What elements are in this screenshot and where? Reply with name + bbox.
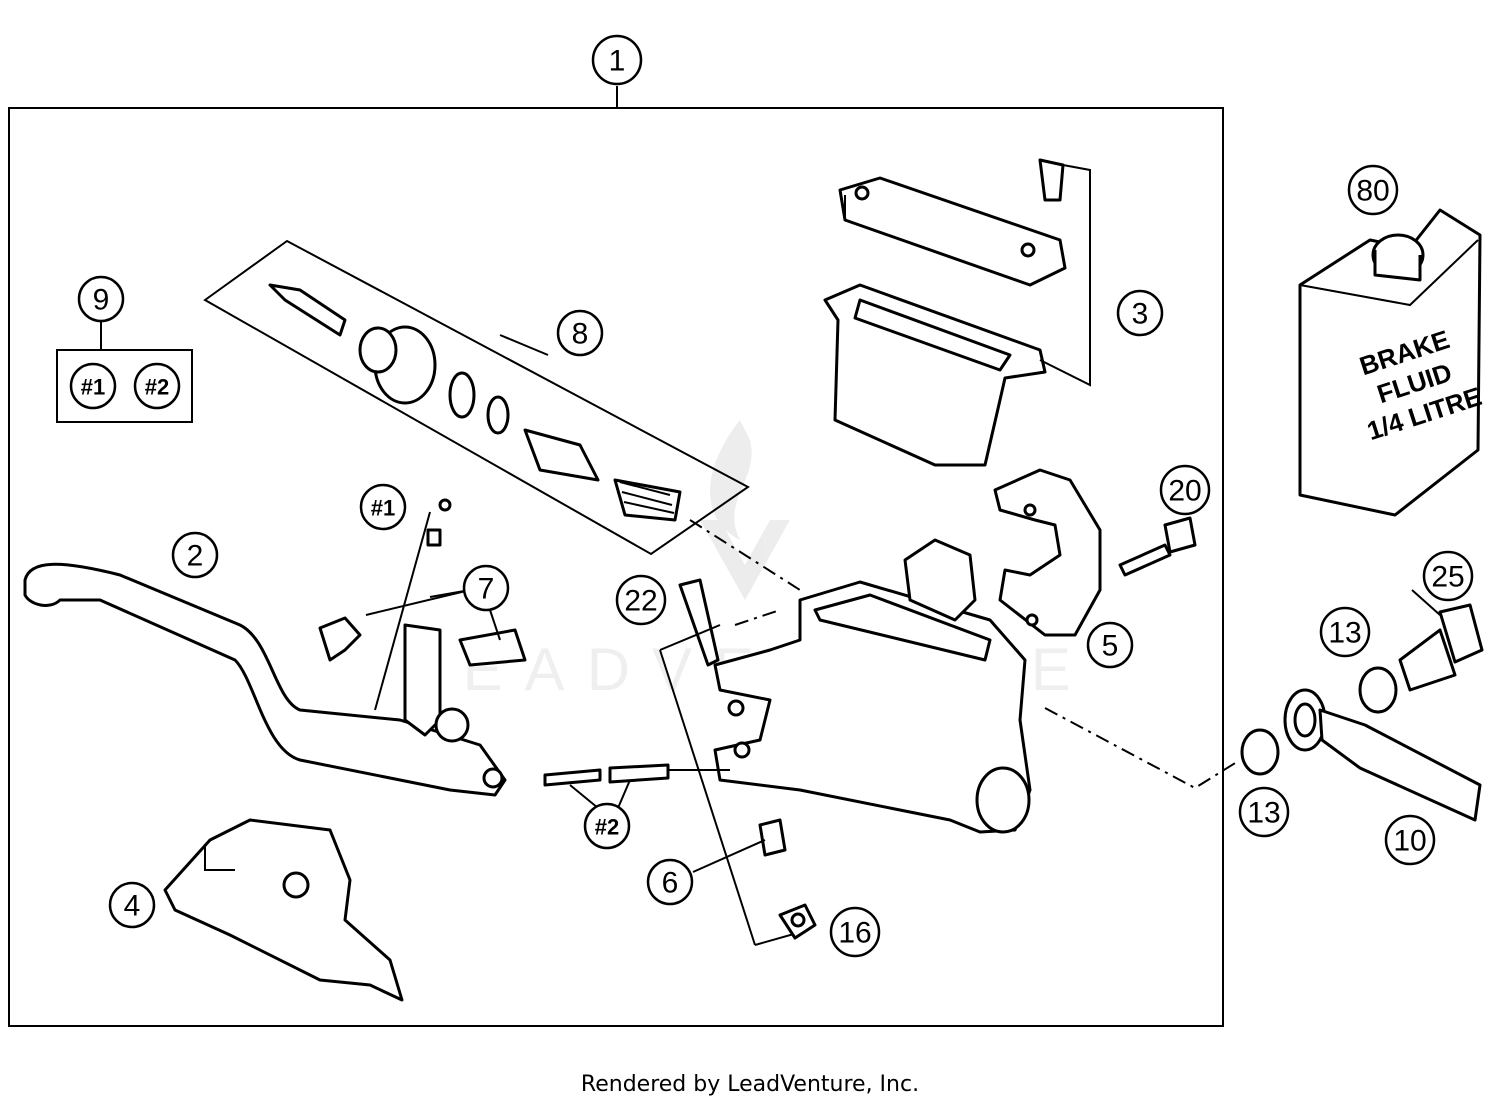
kit-callout-1-part-label: #1 [371,496,395,521]
callout-4: 4 [108,881,156,929]
lever-adjuster [318,498,527,711]
callout-13-upper: 13 [1319,606,1371,658]
callout-16: 16 [829,906,881,958]
kit-callout-2-box: #2 [133,362,181,410]
callout-4-label: 4 [124,890,141,923]
callout-20-label: 20 [1168,475,1201,508]
leader-dash-hose [1044,707,1241,790]
callout-10: 10 [1384,814,1436,866]
kit-callout-1-box: #1 [69,362,117,410]
handlebar-clamp [993,468,1102,637]
brake-lever [23,562,507,797]
callout-2-label: 2 [187,540,204,573]
callout-22: 22 [615,574,667,626]
callout-13-lower-label: 13 [1247,797,1280,830]
callout-2: 2 [171,531,219,579]
callout-3: 3 [1116,289,1164,337]
lever-guard [163,818,404,1002]
callout-80: 80 [1347,164,1399,216]
reservoir-assembly [823,158,1091,467]
callout-6: 6 [646,858,694,906]
callout-7-label: 7 [478,573,495,606]
callout-9: 9 [77,275,125,323]
callout-1: 1 [591,34,643,86]
leader-dash-8 [689,519,801,591]
pushrod-spring [543,763,730,809]
callout-25: 25 [1422,550,1474,602]
brake-hose-fittings [1240,603,1484,822]
pivot-bushing [758,818,787,857]
kit-callout-2-part: #2 [583,802,631,850]
kit-callout-1-part: #1 [359,483,407,531]
callout-8: 8 [556,309,604,357]
callout-8-label: 8 [572,318,589,351]
callout-3-label: 3 [1132,298,1149,331]
callout-80-label: 80 [1356,175,1389,208]
kit-callout-1-box-label: #1 [81,375,105,400]
footer-credit: Rendered by LeadVenture, Inc. [580,1072,920,1097]
callout-16-label: 16 [838,917,871,950]
callout-13-upper-label: 13 [1328,617,1361,650]
callout-25-label: 25 [1431,561,1464,594]
kit-callout-2-part-label: #2 [595,815,619,840]
piston-kit [203,239,750,556]
callout-10-label: 10 [1393,825,1426,858]
callout-5: 5 [1086,621,1134,669]
kit-callout-2-box-label: #2 [145,375,169,400]
callout-22-label: 22 [624,585,657,618]
callout-7: 7 [462,564,510,612]
clamp-bolt [1118,516,1197,577]
callout-20: 20 [1159,464,1211,516]
brake-fluid-bottle: BRAKE FLUID 1/4 LITRE [1298,208,1485,517]
kit-box [56,349,193,423]
callout-5-label: 5 [1102,630,1119,663]
callout-13-lower: 13 [1238,786,1290,838]
callout-6-label: 6 [662,867,679,900]
master-cylinder-body [713,538,1032,834]
callout-9-label: 9 [93,284,110,317]
callout-1-label: 1 [609,45,626,78]
